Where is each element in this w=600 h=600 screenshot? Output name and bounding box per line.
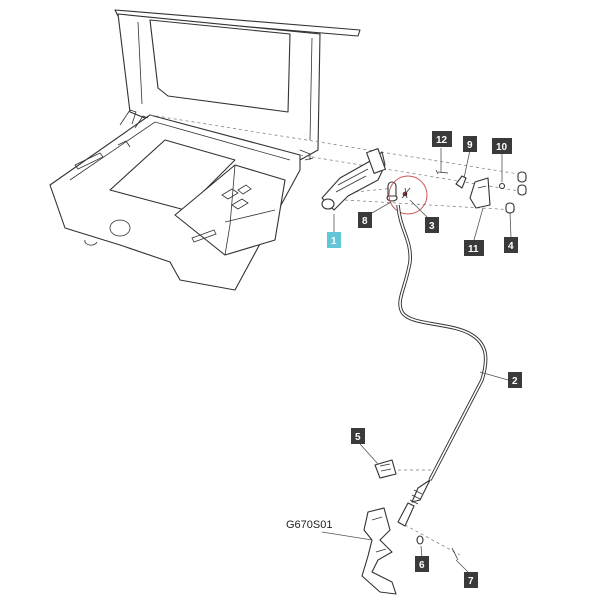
cable-clip	[374, 459, 397, 479]
reference-label: G670S01	[286, 519, 332, 531]
callout-6[interactable]: 6	[415, 556, 429, 572]
callout-8[interactable]: 8	[358, 212, 372, 228]
svg-text:8: 8	[362, 216, 368, 227]
callout-10[interactable]: 10	[492, 138, 512, 154]
svg-text:4: 4	[508, 241, 514, 252]
svg-text:6: 6	[419, 560, 425, 571]
svg-text:1: 1	[331, 236, 337, 247]
svg-text:9: 9	[467, 140, 473, 151]
svg-text:11: 11	[468, 244, 479, 255]
callout-11[interactable]: 11	[464, 240, 484, 256]
svg-text:3: 3	[429, 221, 435, 232]
cable-clevis	[386, 181, 408, 202]
svg-text:12: 12	[436, 135, 448, 146]
bracket-hardware	[435, 169, 527, 214]
callout-3[interactable]: 3	[425, 217, 439, 233]
reference-label-group: G670S01	[286, 519, 373, 541]
callout-9[interactable]: 9	[463, 136, 477, 152]
svg-text:5: 5	[355, 432, 361, 443]
svg-text:10: 10	[496, 142, 508, 153]
body-panel-assembly	[49, 9, 361, 291]
callout-5[interactable]: 5	[351, 428, 365, 444]
callout-leaders	[333, 148, 512, 575]
callout-1[interactable]: 1	[327, 232, 341, 248]
svg-text:7: 7	[468, 576, 474, 587]
brake-arm	[361, 507, 459, 595]
callout-12[interactable]: 12	[432, 131, 452, 147]
callout-4[interactable]: 4	[504, 237, 518, 253]
detail-circle	[388, 175, 428, 215]
alignment-lines	[149, 114, 526, 556]
svg-text:2: 2	[512, 376, 518, 387]
brake-cable	[396, 204, 488, 527]
handbrake-lever	[321, 148, 386, 211]
callout-2[interactable]: 2	[508, 372, 522, 388]
callout-7[interactable]: 7	[464, 572, 478, 588]
